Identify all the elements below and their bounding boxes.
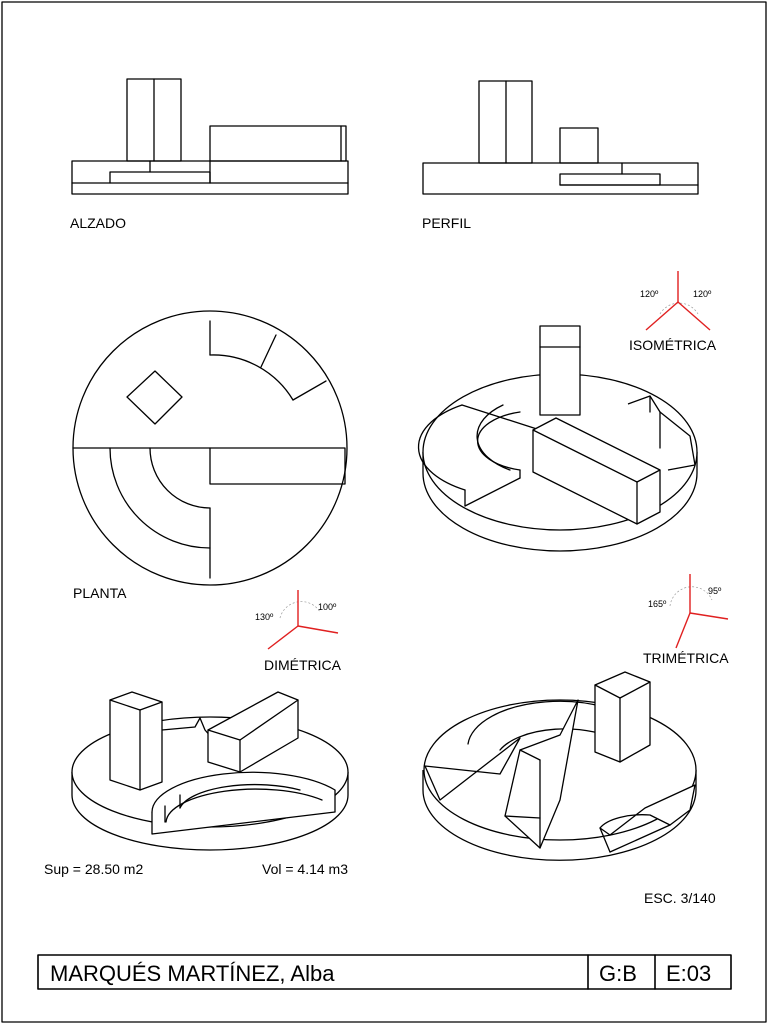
planta-view bbox=[72, 310, 348, 586]
iso-angle-right: 120º bbox=[693, 289, 712, 299]
student-name: MARQUÉS MARTÍNEZ, Alba bbox=[50, 961, 335, 986]
scale-label: ESC. 3/140 bbox=[644, 890, 716, 906]
trimetric-axes bbox=[669, 574, 729, 649]
isometric-axes bbox=[645, 271, 711, 331]
volume-measure: Vol = 4.14 m3 bbox=[262, 861, 348, 877]
isometrica-label: ISOMÉTRICA bbox=[629, 337, 717, 353]
iso-angle-left: 120º bbox=[640, 289, 659, 299]
isometric-view bbox=[417, 325, 698, 552]
trimetric-view bbox=[422, 671, 697, 861]
planta-label: PLANTA bbox=[73, 585, 127, 601]
surface-measure: Sup = 28.50 m2 bbox=[44, 861, 143, 877]
exercise-code: E:03 bbox=[666, 961, 711, 986]
dim-angle-left: 130º bbox=[255, 612, 274, 622]
dimetric-axes bbox=[267, 590, 339, 650]
trimetrica-label: TRIMÉTRICA bbox=[643, 650, 729, 666]
title-block bbox=[37, 954, 732, 990]
dimetric-view bbox=[71, 691, 349, 851]
tri-angle-left: 165º bbox=[648, 599, 667, 609]
group-code: G:B bbox=[599, 961, 637, 986]
dimetrica-label: DIMÉTRICA bbox=[264, 657, 342, 673]
perfil-view bbox=[422, 80, 699, 195]
alzado-view bbox=[71, 78, 349, 195]
perfil-label: PERFIL bbox=[422, 215, 471, 231]
tri-angle-right: 95º bbox=[708, 586, 722, 596]
alzado-label: ALZADO bbox=[70, 215, 126, 231]
dim-angle-right: 100º bbox=[318, 602, 337, 612]
